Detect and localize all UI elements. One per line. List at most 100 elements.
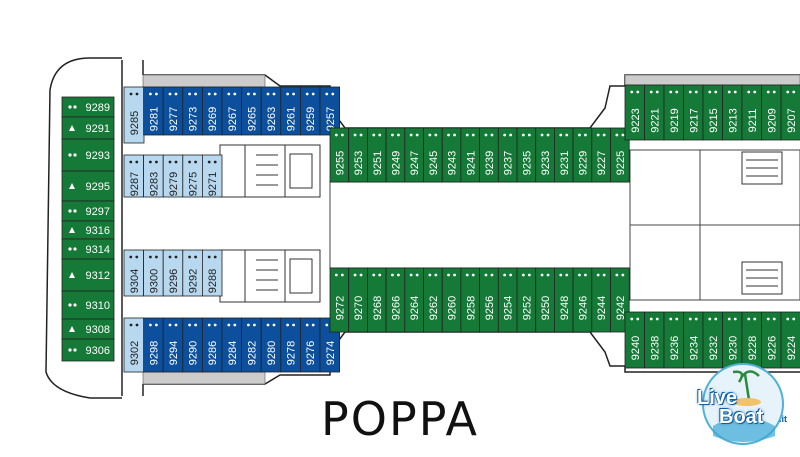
- cabin-9243[interactable]: 9243: [441, 127, 462, 183]
- cabin-9219[interactable]: 9219: [663, 84, 684, 141]
- cabin-9286[interactable]: 9286: [201, 317, 223, 373]
- cabin-9295[interactable]: 9295: [61, 170, 115, 202]
- cabin-9281[interactable]: 9281: [143, 86, 164, 136]
- cabin-9283[interactable]: 9283: [143, 154, 164, 198]
- cabin-9294[interactable]: 9294: [162, 317, 184, 373]
- cabin-9256[interactable]: 9256: [479, 267, 499, 333]
- cabin-9227[interactable]: 9227: [591, 127, 611, 183]
- cabin-9241[interactable]: 9241: [460, 127, 480, 183]
- cabin-9284[interactable]: 9284: [221, 317, 243, 373]
- cabin-9237[interactable]: 9237: [497, 127, 518, 183]
- cabin-9259[interactable]: 9259: [299, 86, 321, 136]
- cabin-9300[interactable]: 9300: [143, 249, 164, 297]
- cabin-9282[interactable]: 9282: [241, 317, 262, 373]
- cabin-9273[interactable]: 9273: [182, 86, 203, 136]
- cabin-9267[interactable]: 9267: [221, 86, 243, 136]
- cabin-9314[interactable]: 9314: [61, 238, 115, 260]
- cabin-9269[interactable]: 9269: [201, 86, 223, 136]
- cabin-9224[interactable]: 9224: [780, 311, 800, 369]
- cabin-number: 9227: [596, 151, 608, 175]
- cabin-9223[interactable]: 9223: [624, 84, 645, 141]
- cabin-9253[interactable]: 9253: [348, 127, 368, 183]
- cabin-9234[interactable]: 9234: [683, 311, 704, 369]
- cabin-9251[interactable]: 9251: [366, 127, 387, 183]
- cabin-number: 9268: [372, 296, 384, 320]
- cabin-9215[interactable]: 9215: [702, 84, 723, 141]
- cabin-9249[interactable]: 9249: [385, 127, 406, 183]
- bed-icon: [149, 160, 152, 164]
- cabin-9230[interactable]: 9230: [722, 311, 743, 369]
- cabin-9277[interactable]: 9277: [162, 86, 184, 136]
- cabin-9246[interactable]: 9246: [572, 267, 593, 333]
- cabin-9310[interactable]: 9310: [61, 290, 115, 320]
- cabin-9270[interactable]: 9270: [348, 267, 368, 333]
- cabin-9275[interactable]: 9275: [182, 154, 203, 198]
- cabin-9290[interactable]: 9290: [182, 317, 203, 373]
- cabin-9228[interactable]: 9228: [741, 311, 762, 369]
- cabin-9289[interactable]: 9289: [61, 96, 115, 118]
- cabin-9304[interactable]: 9304: [123, 249, 145, 297]
- cabin-9232[interactable]: 9232: [702, 311, 723, 369]
- cabin-9271[interactable]: 9271: [201, 154, 223, 198]
- cabin-9272[interactable]: 9272: [329, 267, 350, 333]
- cabin-9258[interactable]: 9258: [460, 267, 480, 333]
- cabin-9231[interactable]: 9231: [554, 127, 574, 183]
- cabin-number: 9312: [86, 270, 110, 282]
- cabin-9242[interactable]: 9242: [610, 267, 630, 333]
- cabin-9248[interactable]: 9248: [554, 267, 574, 333]
- cabin-9236[interactable]: 9236: [663, 311, 684, 369]
- cabin-9312[interactable]: 9312: [61, 258, 115, 292]
- cabin-9291[interactable]: 9291: [61, 116, 115, 140]
- cabin-9257[interactable]: 9257: [319, 86, 341, 136]
- cabin-9254[interactable]: 9254: [497, 267, 518, 333]
- cabin-9244[interactable]: 9244: [591, 267, 611, 333]
- cabin-9308[interactable]: 9308: [61, 318, 115, 340]
- cabin-9302[interactable]: 9302: [123, 317, 145, 373]
- cabin-9268[interactable]: 9268: [366, 267, 387, 333]
- cabin-9263[interactable]: 9263: [260, 86, 282, 136]
- cabin-9211[interactable]: 9211: [741, 84, 762, 141]
- cabin-9233[interactable]: 9233: [535, 127, 555, 183]
- cabin-9297[interactable]: 9297: [61, 200, 115, 222]
- cabin-9238[interactable]: 9238: [644, 311, 665, 369]
- bed-icon: [155, 255, 158, 259]
- cabin-9316[interactable]: 9316: [61, 220, 115, 240]
- cabin-9235[interactable]: 9235: [516, 127, 537, 183]
- cabin-9239[interactable]: 9239: [479, 127, 499, 183]
- cabin-9280[interactable]: 9280: [260, 317, 282, 373]
- cabin-9245[interactable]: 9245: [423, 127, 443, 183]
- cabin-9278[interactable]: 9278: [280, 317, 301, 373]
- cabin-9250[interactable]: 9250: [535, 267, 555, 333]
- cabin-9264[interactable]: 9264: [404, 267, 424, 333]
- bed-icon: [708, 317, 712, 321]
- cabin-9306[interactable]: 9306: [61, 338, 115, 362]
- cabin-9207[interactable]: 9207: [780, 84, 800, 141]
- cabin-9255[interactable]: 9255: [329, 127, 350, 183]
- cabin-9260[interactable]: 9260: [441, 267, 462, 333]
- cabin-9276[interactable]: 9276: [299, 317, 321, 373]
- cabin-9293[interactable]: 9293: [61, 138, 115, 172]
- cabin-9209[interactable]: 9209: [761, 84, 782, 141]
- cabin-9296[interactable]: 9296: [162, 249, 184, 297]
- cabin-9262[interactable]: 9262: [423, 267, 443, 333]
- cabin-9261[interactable]: 9261: [280, 86, 301, 136]
- cabin-9292[interactable]: 9292: [182, 249, 203, 297]
- cabin-9285[interactable]: 9285: [123, 86, 145, 144]
- cabin-9225[interactable]: 9225: [610, 127, 630, 183]
- cabin-9217[interactable]: 9217: [683, 84, 704, 141]
- cabin-9229[interactable]: 9229: [572, 127, 593, 183]
- cabin-9279[interactable]: 9279: [162, 154, 184, 198]
- cabin-9288[interactable]: 9288: [201, 249, 223, 297]
- cabin-number: 9290: [188, 341, 200, 365]
- cabin-9252[interactable]: 9252: [516, 267, 537, 333]
- cabin-9265[interactable]: 9265: [241, 86, 262, 136]
- bed-icon: [655, 317, 659, 321]
- cabin-9240[interactable]: 9240: [624, 311, 645, 369]
- cabin-9247[interactable]: 9247: [404, 127, 424, 183]
- cabin-9221[interactable]: 9221: [644, 84, 665, 141]
- cabin-9213[interactable]: 9213: [722, 84, 743, 141]
- cabin-9287[interactable]: 9287: [123, 154, 145, 198]
- cabin-9266[interactable]: 9266: [385, 267, 406, 333]
- cabin-9298[interactable]: 9298: [143, 317, 164, 373]
- cabin-number: 9310: [86, 300, 110, 312]
